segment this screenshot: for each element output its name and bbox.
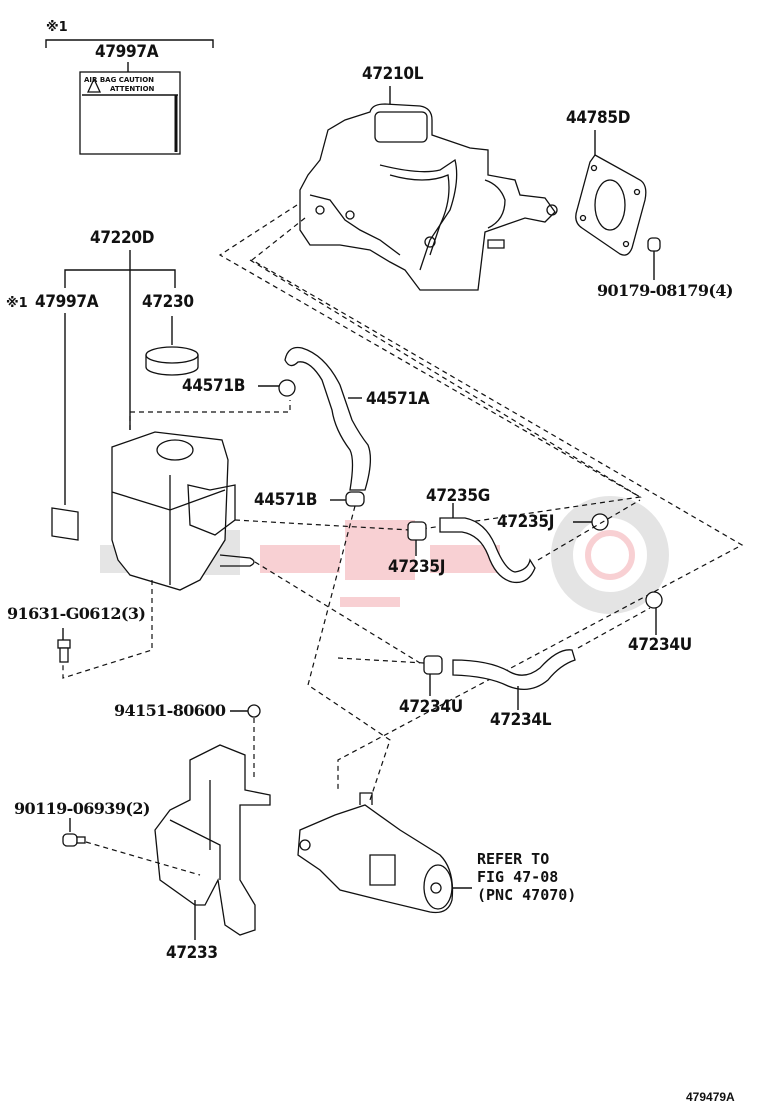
hose-44571A-part (284, 346, 372, 491)
label-94151-80600[interactable]: 94151-80600 (114, 701, 226, 720)
label-44785D[interactable]: 44785D (566, 108, 631, 128)
label-47235G[interactable]: 47235G (426, 486, 490, 506)
nut-90179-part (647, 237, 661, 252)
nut-94151-part (247, 704, 261, 718)
label-47997A-left[interactable]: 47997A (35, 292, 99, 312)
label-47234U-right[interactable]: 47234U (628, 635, 692, 655)
note-bracket (45, 39, 214, 48)
hose-47234L-part (452, 649, 576, 691)
label-47230[interactable]: 47230 (142, 292, 194, 312)
label-47220D[interactable]: 47220D (90, 228, 155, 248)
clamp-47235J-left (407, 521, 427, 541)
label-90119-06939[interactable]: 90119-06939(2) (14, 799, 150, 818)
label-47233[interactable]: 47233 (166, 943, 218, 963)
caution-label-part (79, 71, 181, 155)
note-marker-left: ※1 (6, 296, 28, 311)
refer-line-1: REFER TO (477, 850, 550, 868)
label-44571A[interactable]: 44571A (366, 389, 430, 409)
label-47234U-left[interactable]: 47234U (399, 697, 463, 717)
label-47997A-top[interactable]: 47997A (95, 42, 159, 62)
label-90179-08179[interactable]: 90179-08179(4) (597, 281, 733, 300)
label-47210L[interactable]: 47210L (362, 64, 424, 84)
clip-44571B-bottom (345, 491, 365, 507)
gasket-part (575, 154, 647, 256)
clamp-47235J-right (591, 513, 609, 531)
reservoir-cap-part (145, 346, 199, 376)
dashed-reference-outline (218, 204, 642, 531)
label-47235J-left[interactable]: 47235J (388, 557, 446, 577)
label-47235J-right[interactable]: 47235J (497, 512, 555, 532)
bolt-91631-part (57, 639, 71, 663)
refer-line-3: (PNC 47070) (477, 886, 577, 904)
note-marker-top: ※1 (46, 20, 68, 35)
clamp-47234U-right (645, 591, 663, 609)
label-91631-G0612[interactable]: 91631-G0612(3) (7, 604, 146, 623)
caution-text-2: ATTENTION (110, 85, 155, 93)
reservoir-tank-part (111, 431, 255, 591)
label-44571B-top[interactable]: 44571B (182, 376, 246, 396)
brake-booster-assembly-part (299, 103, 558, 291)
label-47234L[interactable]: 47234L (490, 710, 552, 730)
clamp-47234U-left (423, 655, 443, 675)
refer-line-2: FIG 47-08 (477, 868, 559, 886)
caution-sticker-small-part (51, 507, 79, 541)
hose-47235G-part (439, 517, 536, 584)
watermark-logo (100, 496, 669, 614)
pump-motor-part (297, 792, 454, 914)
bolt-90119-part (62, 833, 86, 847)
bracket-47233-part (154, 744, 271, 936)
tree-47220D (64, 269, 176, 430)
caution-text-1: AIR BAG CAUTION (84, 76, 154, 84)
label-44571B-bottom[interactable]: 44571B (254, 490, 318, 510)
clip-44571B-top (278, 379, 296, 397)
figure-id: 479479A (686, 1090, 735, 1104)
